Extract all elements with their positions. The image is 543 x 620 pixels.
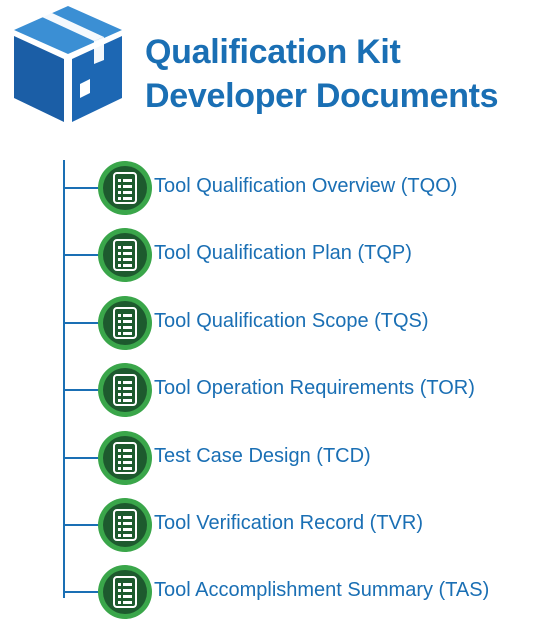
tree-trunk-line bbox=[63, 160, 65, 598]
checklist-document-icon bbox=[98, 363, 152, 417]
document-item-tqs[interactable]: Tool Qualification Scope (TQS) bbox=[63, 295, 541, 351]
page-title: Qualification Kit Developer Documents bbox=[145, 30, 499, 118]
tree-connector bbox=[63, 524, 101, 526]
checklist-document-icon bbox=[98, 565, 152, 619]
tree-connector bbox=[63, 322, 101, 324]
checklist-document-icon bbox=[98, 296, 152, 350]
checklist-document-icon bbox=[98, 161, 152, 215]
document-label: Test Case Design (TCD) bbox=[154, 445, 371, 467]
checklist-document-icon bbox=[98, 431, 152, 485]
document-label: Tool Qualification Overview (TQO) bbox=[154, 175, 458, 197]
document-item-tas[interactable]: Tool Accomplishment Summary (TAS) bbox=[63, 564, 541, 620]
document-item-tqp[interactable]: Tool Qualification Plan (TQP) bbox=[63, 227, 541, 283]
document-label: Tool Verification Record (TVR) bbox=[154, 512, 423, 534]
tree-connector bbox=[63, 254, 101, 256]
document-label: Tool Qualification Scope (TQS) bbox=[154, 310, 429, 332]
checklist-document-icon bbox=[98, 228, 152, 282]
title-line-1: Qualification Kit bbox=[145, 33, 401, 71]
document-item-tcd[interactable]: Test Case Design (TCD) bbox=[63, 430, 541, 486]
title-line-2: Developer Documents bbox=[145, 77, 499, 115]
package-box-icon bbox=[14, 6, 122, 122]
document-label: Tool Operation Requirements (TOR) bbox=[154, 377, 475, 399]
document-item-tor[interactable]: Tool Operation Requirements (TOR) bbox=[63, 362, 541, 418]
checklist-document-icon bbox=[98, 498, 152, 552]
document-label: Tool Accomplishment Summary (TAS) bbox=[154, 579, 490, 601]
tree-connector bbox=[63, 591, 101, 593]
document-item-tqo[interactable]: Tool Qualification Overview (TQO) bbox=[63, 160, 541, 216]
tree-connector bbox=[63, 187, 101, 189]
tree-connector bbox=[63, 457, 101, 459]
document-item-tvr[interactable]: Tool Verification Record (TVR) bbox=[63, 497, 541, 553]
tree-connector bbox=[63, 389, 101, 391]
document-label: Tool Qualification Plan (TQP) bbox=[154, 242, 412, 264]
